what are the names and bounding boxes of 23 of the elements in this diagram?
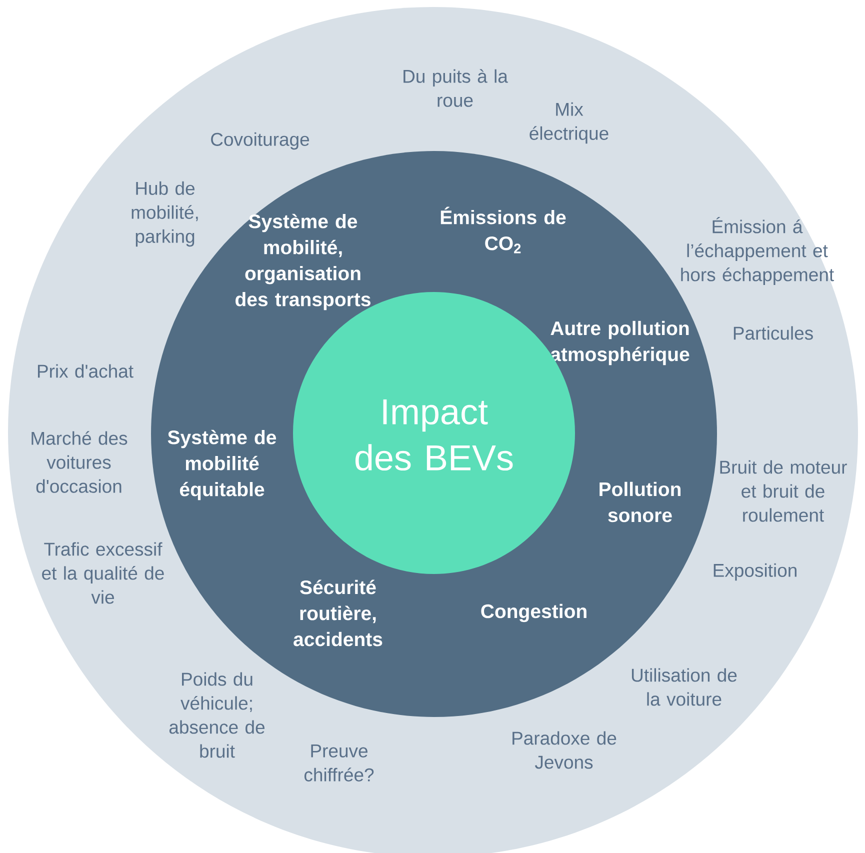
ring-label: Bruit de moteur et bruit de roulement <box>720 460 847 522</box>
category-label: Autre pollution atmosphérique <box>550 320 690 366</box>
ring-label: Poids du véhicule; absence de bruit <box>169 672 264 758</box>
ring-label: Trafic excessif et la qualité de vie <box>42 542 164 604</box>
category-label: Système de mobilité équitable <box>168 430 276 500</box>
ring-label: Hub de mobilité, parking <box>132 181 198 247</box>
center-title: Impact des BEVs <box>355 399 513 471</box>
ring-label: Mix électrique <box>530 102 608 144</box>
ring-label: Émission á l’échappement et hors échappement <box>681 217 834 285</box>
category-label: Émissions de CO$_{2}$ <box>440 206 566 254</box>
ring-label: Paradoxe de Jevons <box>512 731 616 769</box>
ring-label: Marché des voitures d'occasion <box>32 431 128 493</box>
ring-label: Prix d'achat <box>38 364 134 378</box>
ring-label: Du puits à la roue <box>404 69 508 107</box>
ring-label: Particules <box>734 326 813 340</box>
ring-label: Utilisation de la voiture <box>632 668 737 706</box>
ring-label: Covoiturage <box>211 132 310 150</box>
category-label: Système de mobilité, organisation des transports <box>236 214 370 310</box>
category-label: Congestion <box>481 604 586 622</box>
ring-label: Preuve chiffrée? <box>304 744 374 782</box>
category-label: Pollution sonore <box>600 482 680 522</box>
ring-label: Exposition <box>714 563 796 581</box>
category-label: Sécurité routière, accidents <box>294 580 382 646</box>
